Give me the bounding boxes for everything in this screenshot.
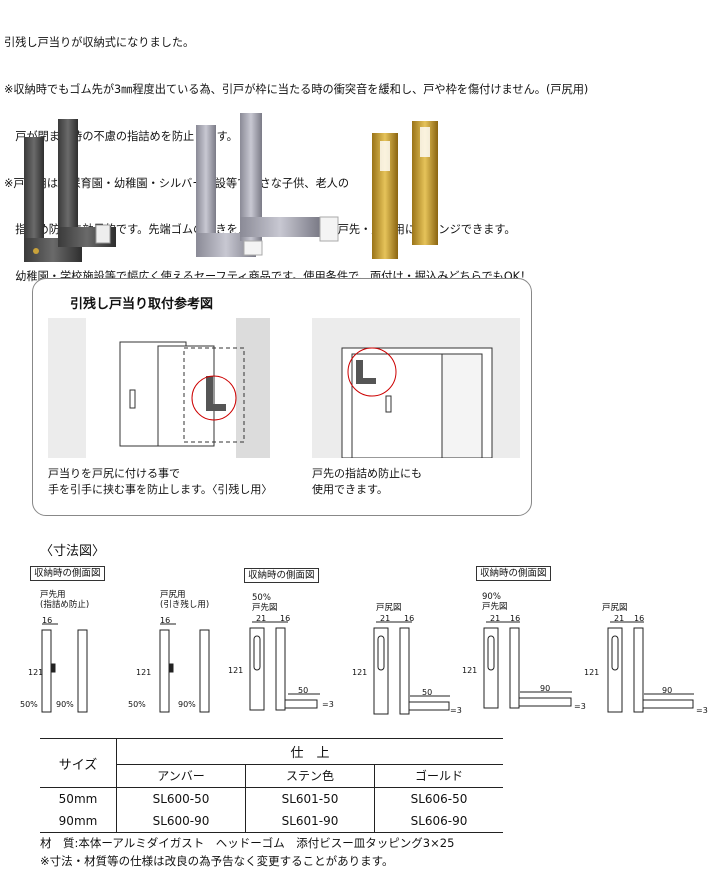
dim-50pct: 50%	[128, 700, 146, 709]
code-cell: SL601-90	[245, 810, 375, 833]
dim-50: 50	[422, 688, 433, 697]
spec-table: サイズ 仕 上 アンバー ステン色 ゴールド 50mm SL600-50 SL6…	[40, 738, 503, 833]
dimension-title: 〈寸法図〉	[40, 544, 106, 559]
caption-right: 戸先の指詰め防止にも 使用できます。	[312, 467, 422, 496]
gold-doorstop-photo	[372, 121, 438, 259]
dim-16: 16	[634, 614, 645, 623]
stored-side-view-tag: 収納時の側面図	[476, 566, 551, 581]
dim-21: 21	[380, 614, 391, 623]
dim-16: 16	[404, 614, 415, 623]
product-photos	[24, 113, 438, 262]
dim-50pct: 50%	[20, 700, 38, 709]
dim-121: 121	[352, 668, 368, 677]
label-50-tosaki: 50% 戸先図	[252, 593, 278, 613]
label-tojiri-use: 戸尻用 (引き残し用)	[160, 590, 210, 610]
code-cell: SL601-50	[245, 787, 375, 810]
amber-doorstop-photo	[24, 119, 116, 262]
dim-21: 21	[490, 614, 501, 623]
dim-3: =3	[450, 706, 462, 715]
code-cell: SL600-50	[116, 787, 246, 810]
dim-16: 16	[160, 616, 171, 625]
dim-90: 90	[662, 686, 673, 695]
dimension-drawings	[41, 621, 694, 715]
dim-16: 16	[42, 616, 53, 625]
intro-line: ※収納時でもゴム先が3㎜程度出ている為、引戸が枠に当たる時の衝突音を緩和し、戸や…	[4, 82, 589, 96]
code-cell: SL606-50	[410, 792, 468, 806]
stored-side-view-tag: 収納時の側面図	[30, 566, 105, 581]
label-tojiri-zu: 戸尻図	[602, 603, 628, 613]
stainless-doorstop-photo	[196, 113, 339, 257]
table-row: 50mm SL600-50 SL601-50 SL606-50	[40, 787, 503, 810]
intro-line: 引残し戸当りが収納式になりました。	[4, 36, 195, 50]
spec-change-note: ※寸法・材質等の仕様は改良の為予告なく変更することがあります。	[40, 854, 394, 868]
size-header: サイズ	[40, 738, 117, 788]
stored-side-view-tag: 収納時の側面図	[244, 568, 319, 583]
dim-3: =3	[696, 706, 708, 715]
dim-121: 121	[462, 666, 478, 675]
finish-stainless: ステン色	[245, 763, 375, 789]
intro-line: ※戸先用は、保育園・幼稚園・シルバー施設等で小さな子供、老人の	[4, 176, 350, 190]
dim-3: =3	[574, 702, 586, 711]
caption-left: 戸当りを戸尻に付ける事で 手を引手に挟む事を防止します。〈引残し用〉	[48, 467, 273, 496]
installation-diagram-left	[48, 318, 270, 458]
finish-amber: アンバー	[116, 763, 246, 789]
dim-21: 21	[256, 614, 267, 623]
dim-90: 90	[540, 684, 551, 693]
label-tojiri-zu: 戸尻図	[376, 603, 402, 613]
finish-gold: ゴールド	[374, 763, 503, 789]
dim-121: 121	[136, 668, 152, 677]
dim-121: 121	[28, 668, 44, 677]
reference-title: 引残し戸当り取付参考図	[70, 297, 214, 312]
dim-121: 121	[584, 668, 600, 677]
dim-121: 121	[228, 666, 244, 675]
label-90-tosaki: 90% 戸先図	[482, 592, 508, 612]
dim-50: 50	[298, 686, 309, 695]
dim-21: 21	[614, 614, 625, 623]
dim-3: =3	[322, 700, 334, 709]
dim-16: 16	[280, 614, 291, 623]
material-note: 材 質:本体ーアルミダイガスト ヘッドーゴム 添付ビスー皿タッピング3×25	[40, 836, 455, 850]
size-cell: 90mm	[40, 810, 117, 833]
installation-diagram-right	[312, 318, 520, 458]
finish-header: 仕 上	[116, 738, 503, 765]
dim-16: 16	[510, 614, 521, 623]
dim-90pct: 90%	[56, 700, 74, 709]
table-row: 90mm SL600-90 SL601-90 SL606-90	[40, 810, 503, 833]
size-cell: 50mm	[40, 787, 117, 810]
label-tosaki-use: 戸先用 (指詰め防止)	[40, 590, 90, 610]
code-cell: SL600-90	[116, 810, 246, 833]
dim-90pct: 90%	[178, 700, 196, 709]
code-cell: SL606-90	[374, 810, 503, 833]
